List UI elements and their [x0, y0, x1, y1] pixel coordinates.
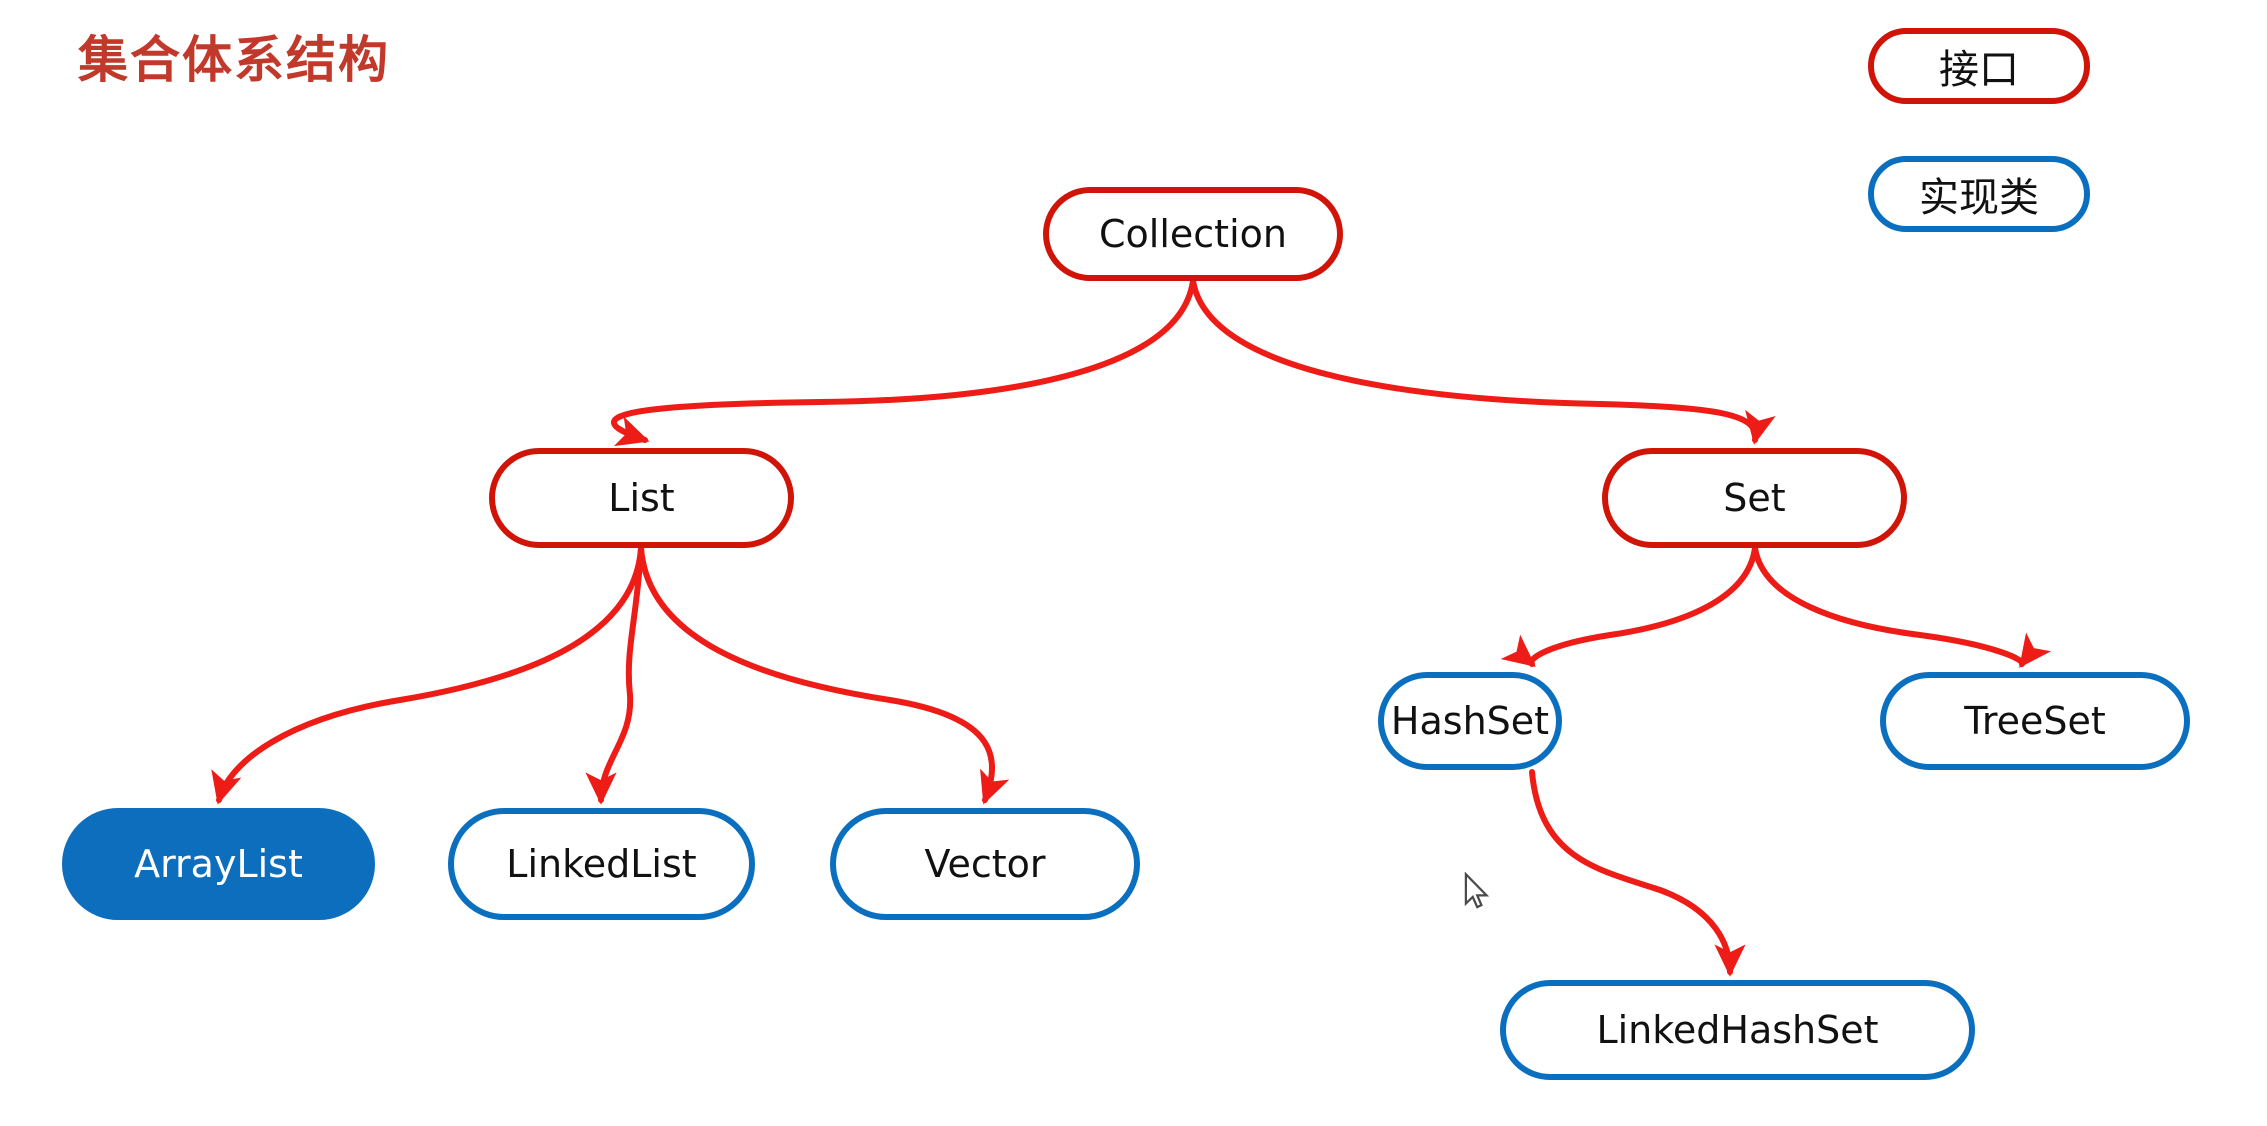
edge-set-to-treeset — [1752, 545, 2051, 668]
node-list[interactable]: List — [489, 448, 794, 548]
node-treeset[interactable]: TreeSet — [1880, 672, 2190, 770]
legend-implementation-box: 实现类 — [1868, 156, 2090, 232]
edge-collection-to-list — [611, 278, 1196, 447]
node-arraylist-label: ArrayList — [134, 842, 303, 886]
node-linkedlist-label: LinkedList — [506, 842, 697, 886]
node-set[interactable]: Set — [1602, 448, 1907, 548]
legend-interface-box: 接口 — [1868, 28, 2090, 104]
node-hashset-label: HashSet — [1390, 699, 1550, 743]
node-vector[interactable]: Vector — [830, 808, 1140, 920]
edge-list-to-vector — [638, 545, 1010, 805]
node-treeset-label: TreeSet — [1964, 699, 2106, 743]
edge-layer — [211, 278, 2051, 977]
node-collection[interactable]: Collection — [1043, 187, 1343, 281]
node-vector-label: Vector — [924, 842, 1046, 886]
node-arraylist[interactable]: ArrayList — [62, 808, 375, 920]
legend-interface-label: 接口 — [1939, 47, 2019, 93]
edge-collection-to-set — [1190, 278, 1776, 445]
edge-set-to-hashset — [1500, 545, 1758, 668]
node-linkedhashset[interactable]: LinkedHashSet — [1500, 980, 1975, 1080]
node-hashset[interactable]: HashSet — [1378, 672, 1562, 770]
node-list-label: List — [608, 476, 675, 520]
node-linkedlist[interactable]: LinkedList — [448, 808, 755, 920]
edge-hashset-to-linkedhashset — [1529, 769, 1746, 977]
page-title: 集合体系结构 — [78, 31, 390, 89]
edge-list-to-arraylist — [211, 545, 644, 805]
legend-implementation-label: 实现类 — [1919, 175, 2039, 221]
node-linkedhashset-label: LinkedHashSet — [1596, 1008, 1879, 1052]
node-collection-label: Collection — [1099, 212, 1287, 256]
edge-list-to-linkedlist — [585, 545, 644, 805]
node-set-label: Set — [1723, 476, 1786, 520]
